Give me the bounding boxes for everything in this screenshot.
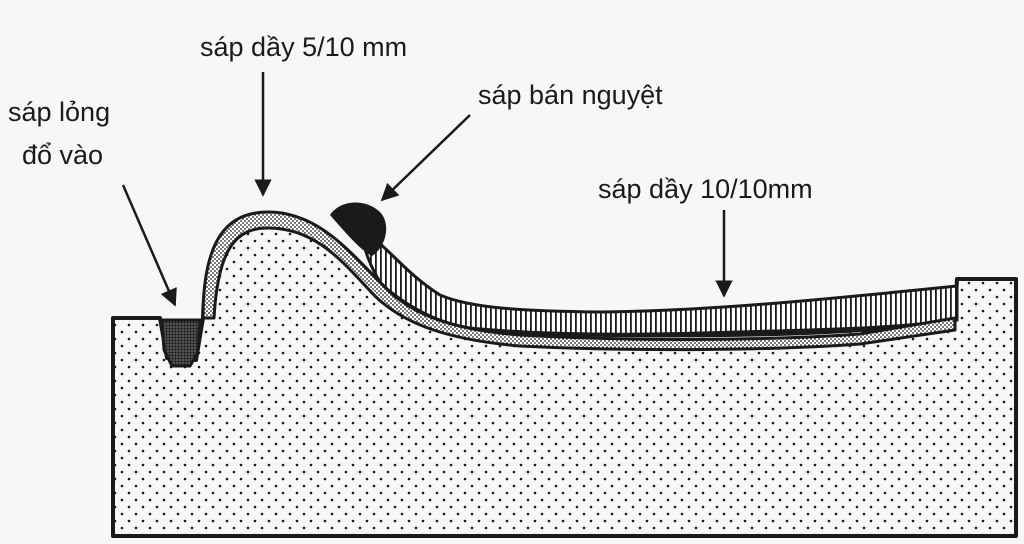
thin-wax-layer-5-10 xyxy=(201,210,957,352)
liquid-wax-fill xyxy=(160,318,202,368)
label-liquid-wax-line1: sáp lỏng xyxy=(8,97,111,127)
model-base xyxy=(111,213,1018,538)
label-liquid-wax-line2: đổ vào xyxy=(22,140,104,170)
arrow-liquid-wax xyxy=(121,184,177,307)
label-thick-wax-5-10: sáp dầy 5/10 mm xyxy=(200,32,408,62)
label-thick-wax-10-10: sáp dầy 10/10mm xyxy=(598,174,813,204)
label-half-round-wax: sáp bán nguyệt xyxy=(478,80,663,110)
half-round-wax-blob xyxy=(330,202,387,256)
thick-wax-layer-10-10 xyxy=(360,224,959,336)
arrow-half-round-wax xyxy=(380,114,471,202)
